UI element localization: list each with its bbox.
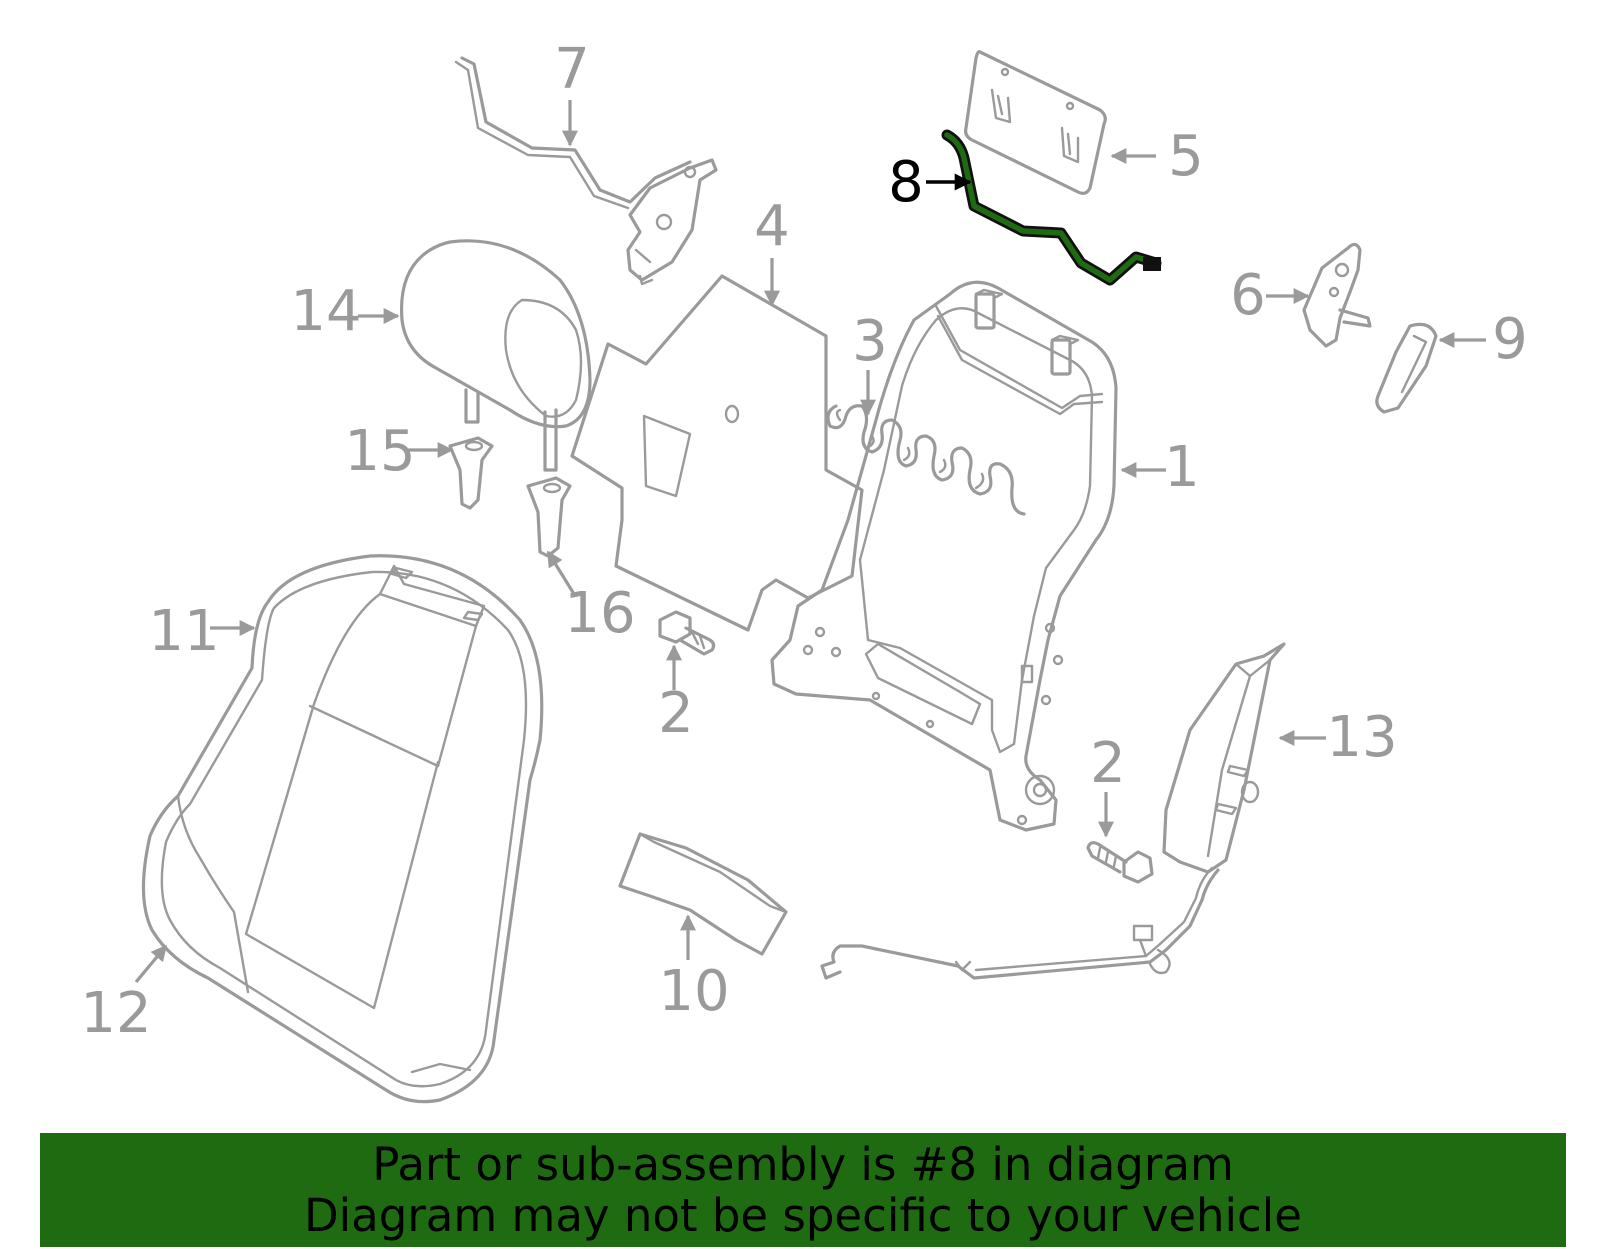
callout-1-label: 1 bbox=[1164, 435, 1200, 500]
callout-6-label: 6 bbox=[1230, 263, 1266, 328]
callout-12-label: 12 bbox=[80, 981, 151, 1046]
callout-7: 7 bbox=[554, 37, 590, 147]
callout-9-label: 9 bbox=[1492, 307, 1528, 372]
part-10-trim bbox=[618, 832, 788, 956]
callout-16-arrow bbox=[546, 550, 576, 595]
part-11-12-seat-cover bbox=[141, 554, 544, 1104]
banner-line-disclaimer: Diagram may not be specific to your vehi… bbox=[304, 1189, 1302, 1242]
part-4-back-board bbox=[570, 274, 864, 632]
part-5-pad bbox=[964, 50, 1107, 195]
callout-8: 8 bbox=[888, 150, 972, 215]
callout-13-label: 13 bbox=[1326, 705, 1397, 770]
callout-14-label: 14 bbox=[290, 279, 361, 344]
callout-2-left: 2 bbox=[658, 644, 694, 746]
callout-8-label: 8 bbox=[888, 150, 924, 215]
seat-parts-diagram: 7 5 8 4 14 3 6 9 1 15 16 11 bbox=[80, 37, 1528, 1104]
callout-3: 3 bbox=[852, 309, 888, 416]
callout-2-left-label: 2 bbox=[658, 681, 694, 746]
callout-13: 13 bbox=[1278, 705, 1398, 770]
callout-4: 4 bbox=[754, 194, 790, 307]
callout-3-label: 3 bbox=[852, 309, 888, 374]
part-3-spring bbox=[826, 404, 1026, 516]
callout-11-label: 11 bbox=[148, 599, 219, 664]
callout-5: 5 bbox=[1110, 124, 1204, 189]
part-14-headrest bbox=[399, 239, 592, 472]
callout-1: 1 bbox=[1120, 435, 1200, 500]
part-6-latch bbox=[1302, 242, 1372, 348]
info-banner: Part or sub-assembly is #8 in diagram Di… bbox=[40, 1133, 1566, 1247]
callout-15-label: 15 bbox=[344, 419, 415, 484]
callout-16-label: 16 bbox=[564, 581, 635, 646]
part-2-bolt-right bbox=[1086, 841, 1154, 884]
callout-12: 12 bbox=[80, 944, 168, 1046]
callout-2-right: 2 bbox=[1090, 731, 1126, 838]
callout-12-arrow bbox=[134, 944, 168, 984]
callout-4-label: 4 bbox=[754, 194, 790, 259]
part-2-bolt-left bbox=[658, 610, 716, 656]
callout-6: 6 bbox=[1230, 263, 1310, 328]
part-13-shield bbox=[1162, 642, 1286, 874]
part-16-guide bbox=[526, 476, 572, 558]
banner-line-part-number: Part or sub-assembly is #8 in diagram bbox=[372, 1138, 1234, 1191]
callout-11: 11 bbox=[148, 599, 256, 664]
part-1-frame bbox=[770, 280, 1118, 832]
part-8-rod-highlighted bbox=[941, 129, 1162, 286]
callout-2-right-label: 2 bbox=[1090, 731, 1126, 796]
callout-10: 10 bbox=[658, 914, 730, 1024]
part-15-guide bbox=[448, 436, 494, 510]
callout-5-label: 5 bbox=[1168, 124, 1204, 189]
callout-16: 16 bbox=[546, 550, 636, 646]
callout-10-label: 10 bbox=[658, 959, 729, 1024]
callout-15: 15 bbox=[344, 419, 454, 484]
part-9-cover bbox=[1375, 322, 1438, 414]
part-7-recliner-rod bbox=[454, 56, 718, 286]
callout-7-label: 7 bbox=[554, 37, 590, 102]
callout-9: 9 bbox=[1438, 307, 1528, 372]
wire-harness bbox=[820, 866, 1220, 980]
callout-14: 14 bbox=[290, 279, 400, 344]
